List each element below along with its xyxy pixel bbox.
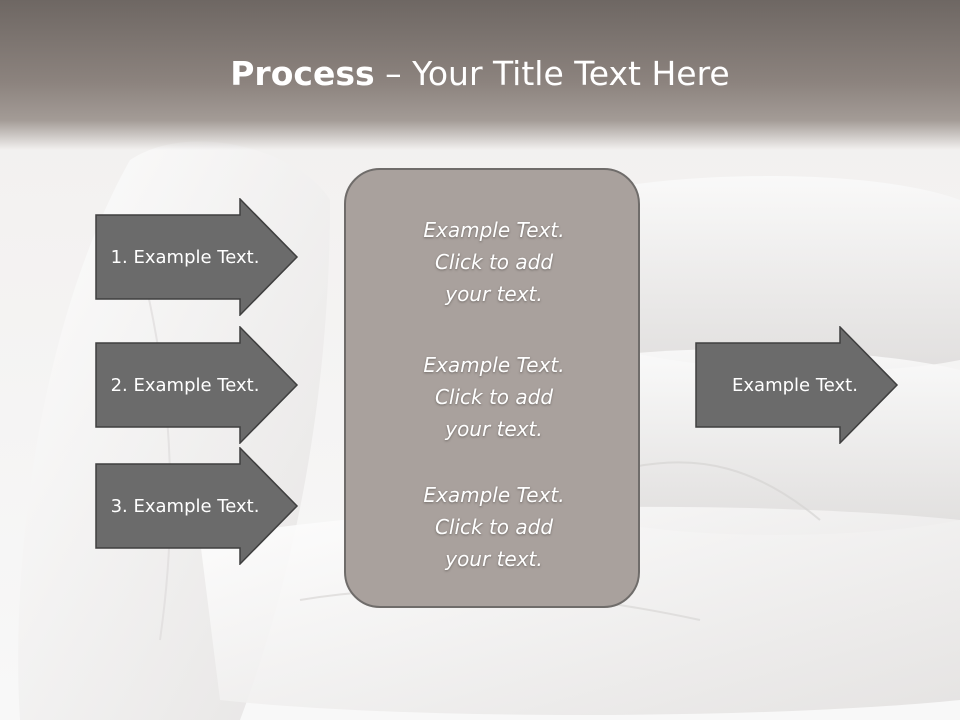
output-arrow-label: Example Text. — [732, 374, 858, 396]
title-bold: Process — [230, 54, 375, 93]
input-arrow-2-label: 2. Example Text. — [110, 374, 260, 396]
center-text-block-2[interactable]: Example Text. Click to add your text. — [346, 349, 642, 445]
center-process-box[interactable]: Example Text. Click to add your text. Ex… — [344, 168, 640, 608]
right-arrow-shape — [95, 447, 299, 565]
center-line: Example Text. — [423, 218, 565, 242]
title-bar — [0, 0, 960, 150]
center-text-block-3[interactable]: Example Text. Click to add your text. — [346, 479, 642, 575]
center-line: your text. — [445, 547, 543, 571]
input-arrow-1[interactable]: 1. Example Text. — [95, 198, 299, 316]
right-arrow-shape — [95, 326, 299, 444]
output-arrow[interactable]: Example Text. — [695, 326, 899, 444]
input-arrow-2[interactable]: 2. Example Text. — [95, 326, 299, 444]
center-line: your text. — [445, 417, 543, 441]
title-rest: – Your Title Text Here — [374, 54, 730, 93]
center-line: Click to add — [434, 250, 554, 274]
center-line: Example Text. — [423, 483, 565, 507]
input-arrow-3-label: 3. Example Text. — [110, 495, 260, 517]
right-arrow-shape — [95, 198, 299, 316]
center-line: Example Text. — [423, 353, 565, 377]
slide-title[interactable]: Process – Your Title Text Here — [0, 52, 960, 96]
right-arrow-shape — [695, 326, 899, 444]
center-line: Click to add — [434, 515, 554, 539]
input-arrow-3[interactable]: 3. Example Text. — [95, 447, 299, 565]
center-line: Click to add — [434, 385, 554, 409]
center-text-block-1[interactable]: Example Text. Click to add your text. — [346, 214, 642, 310]
input-arrow-1-label: 1. Example Text. — [110, 246, 260, 268]
center-line: your text. — [445, 282, 543, 306]
